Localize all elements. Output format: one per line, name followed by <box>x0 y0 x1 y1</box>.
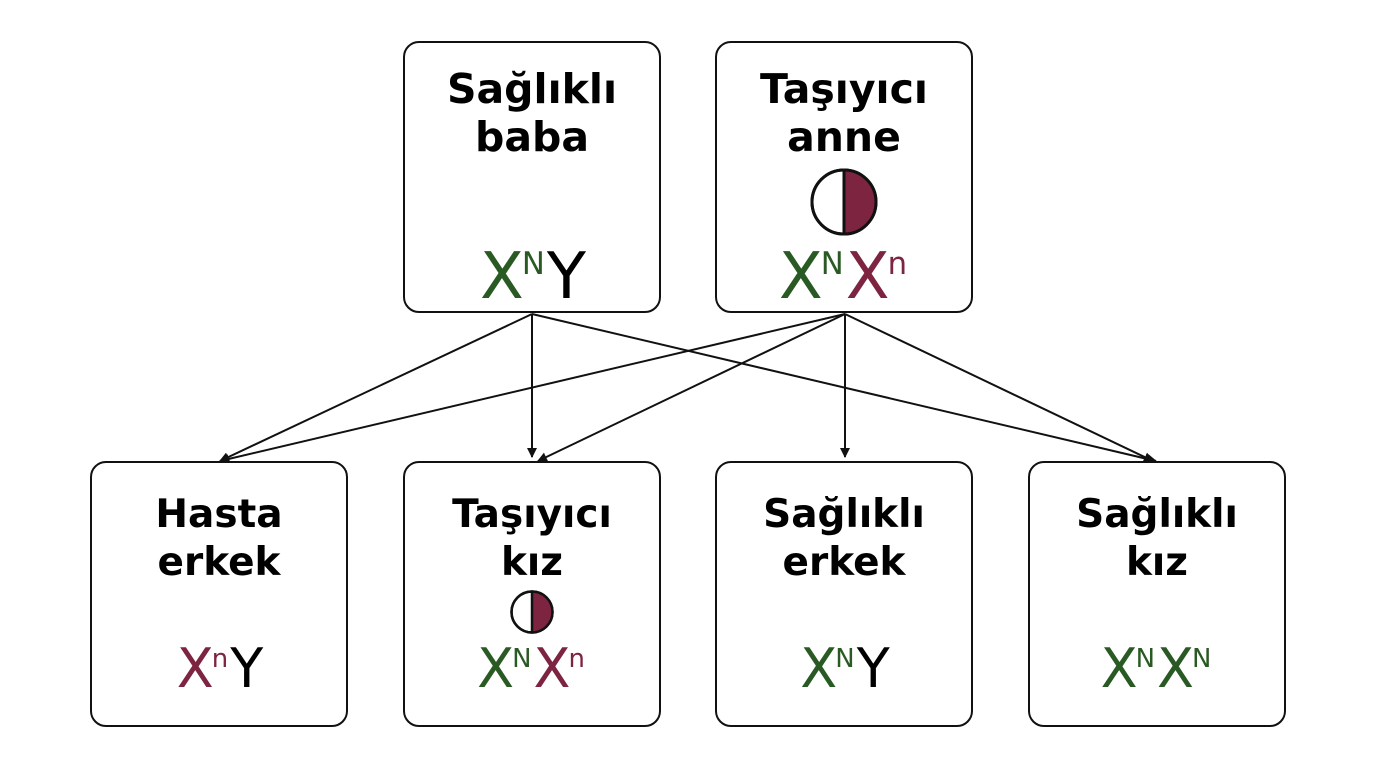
affected-son-x-allele: n <box>211 643 229 674</box>
healthy-son-label: Sağlıklı erkek <box>717 491 971 587</box>
carrier-daughter-label-line2: kız <box>500 540 563 585</box>
affected-son-box: Hasta erkek XnY <box>90 461 348 727</box>
father-label: Sağlıklı baba <box>405 65 659 161</box>
arrow-mother-to-carrier-daughter <box>537 313 846 462</box>
mother-x1-allele: N <box>820 246 844 283</box>
healthy-son-x-allele: N <box>835 643 855 674</box>
healthy-son-genotype: XNY <box>717 635 971 713</box>
healthy-daughter-label-line2: kız <box>1125 540 1188 585</box>
mother-box: Taşıyıcı anne XNXn <box>715 41 973 314</box>
affected-son-genotype: XnY <box>92 635 346 713</box>
father-label-line1: Sağlıklı <box>446 65 618 113</box>
father-label-line2: baba <box>474 113 590 161</box>
affected-son-label-line2: erkek <box>157 540 281 585</box>
half-filled-circle-icon <box>510 590 554 634</box>
father-y-chromosome: Y <box>546 240 586 314</box>
healthy-daughter-x2-allele: N <box>1192 643 1212 674</box>
half-filled-circle-icon <box>810 168 878 236</box>
father-x-chromosome: X <box>480 240 524 314</box>
mother-genotype: XNXn <box>717 237 971 328</box>
healthy-daughter-label: Sağlıklı kız <box>1030 491 1284 587</box>
arrow-mother-to-healthy-daughter <box>844 313 1154 462</box>
father-genotype: XNY <box>405 237 659 328</box>
healthy-son-box: Sağlıklı erkek XNY <box>715 461 973 727</box>
carrier-daughter-x1-chromosome: X <box>477 637 514 700</box>
affected-son-y-chromosome: Y <box>230 637 263 700</box>
mother-label-line2: anne <box>787 113 901 161</box>
carrier-daughter-label: Taşıyıcı kız <box>405 491 659 587</box>
carrier-daughter-x2-chromosome: X <box>533 637 570 700</box>
arrow-father-to-affected-son <box>219 313 533 462</box>
healthy-daughter-x1-allele: N <box>1135 643 1155 674</box>
mother-x1-chromosome: X <box>778 240 823 314</box>
carrier-daughter-x2-allele: n <box>568 643 585 674</box>
affected-son-x-chromosome: X <box>176 637 214 700</box>
mother-label-line1: Taşıyıcı <box>760 65 928 113</box>
arrow-mother-to-affected-son <box>219 313 846 464</box>
father-x-allele: N <box>521 246 545 283</box>
mother-label: Taşıyıcı anne <box>717 65 971 161</box>
carrier-daughter-genotype: XNXn <box>405 635 659 713</box>
healthy-daughter-box: Sağlıklı kız XNXN <box>1028 461 1286 727</box>
affected-son-label: Hasta erkek <box>92 491 346 587</box>
healthy-son-y-chromosome: Y <box>856 637 890 700</box>
healthy-daughter-x2-chromosome: X <box>1157 637 1194 700</box>
carrier-daughter-box: Taşıyıcı kız XNXn <box>403 461 661 727</box>
mother-x2-chromosome: X <box>845 240 890 314</box>
father-box: Sağlıklı baba XNY <box>403 41 661 314</box>
affected-son-label-line1: Hasta <box>155 492 283 537</box>
healthy-daughter-genotype: XNXN <box>1030 635 1284 713</box>
healthy-son-label-line1: Sağlıklı <box>763 492 925 537</box>
healthy-son-label-line2: erkek <box>782 540 906 585</box>
carrier-daughter-x1-allele: N <box>512 643 532 674</box>
mother-x2-allele: n <box>887 246 908 283</box>
healthy-daughter-label-line1: Sağlıklı <box>1076 492 1238 537</box>
healthy-son-x-chromosome: X <box>800 637 837 700</box>
carrier-daughter-label-line1: Taşıyıcı <box>452 492 612 537</box>
healthy-daughter-x1-chromosome: X <box>1100 637 1138 700</box>
